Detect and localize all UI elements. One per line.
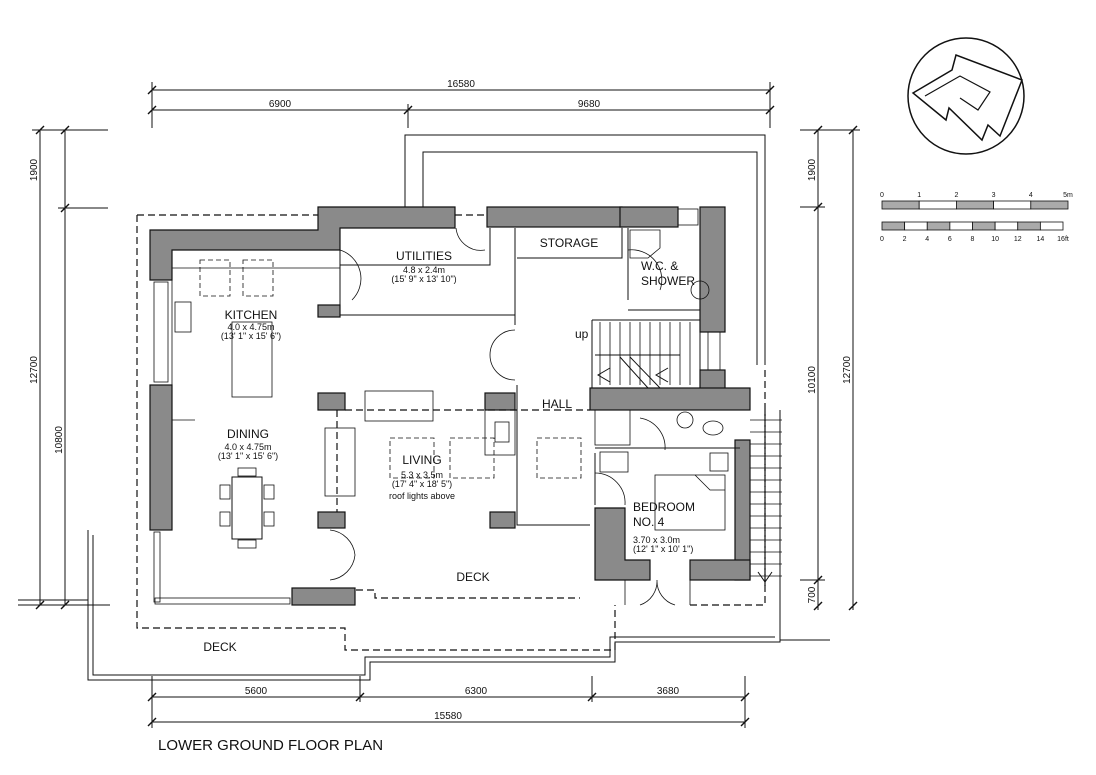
room-utilities-metric: 4.8 x 2.4m	[403, 265, 445, 275]
deck-right-label: DECK	[456, 570, 489, 584]
dim-left-top: 1900	[29, 158, 40, 181]
bottom-dimensions: 5600 6300 3680 15580	[147, 676, 750, 728]
scale-segment	[949, 221, 973, 231]
room-kitchen-imperial: (13' 1" x 15' 6")	[221, 331, 281, 341]
scale-label: 16ft	[1057, 236, 1069, 243]
scale-bar-imperial: 0 2 4 6 8 10 12 14 16ft	[880, 221, 1069, 243]
scale-label: 0	[880, 236, 884, 243]
scale-segment	[881, 200, 920, 210]
room-utilities-imperial: (15' 9" x 13' 10")	[391, 274, 456, 284]
scale-label: 3	[992, 192, 996, 199]
dim-right-top: 1900	[807, 158, 818, 181]
scale-label: 6	[948, 236, 952, 243]
internal-lines	[153, 208, 782, 606]
scale-label: 0	[880, 192, 884, 199]
room-wc-line2: SHOWER	[641, 274, 695, 288]
scale-label: 1	[917, 192, 921, 199]
room-bedroom-line1: BEDROOM	[633, 500, 695, 514]
scale-label: 14	[1036, 236, 1044, 243]
dim-bottom-total: 15580	[434, 711, 462, 722]
scale-segment	[1030, 200, 1069, 210]
scale-label: 4	[925, 236, 929, 243]
drawing-title: LOWER GROUND FLOOR PLAN	[158, 737, 383, 754]
scale-label: 2	[954, 192, 958, 199]
scale-segment	[972, 221, 996, 231]
scale-label: 12	[1014, 236, 1022, 243]
dim-right-total: 12700	[842, 356, 853, 384]
room-living-metric: 5.3 x 3.5m	[401, 470, 443, 480]
deck-left-label: DECK	[203, 640, 236, 654]
deck-outline	[18, 134, 830, 681]
dim-bottom-1: 5600	[245, 686, 268, 697]
room-labels: UTILITIES 4.8 x 2.4m (15' 9" x 13' 10") …	[203, 236, 695, 654]
scale-label: 8	[971, 236, 975, 243]
scale-label: 10	[991, 236, 999, 243]
room-utilities: UTILITIES	[396, 249, 452, 263]
dim-left-main: 10800	[54, 426, 65, 454]
scale-segment	[1039, 221, 1064, 231]
top-dimensions: 16580 6900 9680	[147, 79, 775, 128]
room-bedroom-imperial: (12' 1" x 10' 1")	[633, 544, 693, 554]
room-bedroom-metric: 3.70 x 3.0m	[633, 535, 680, 545]
scale-segment	[918, 200, 957, 210]
room-living: LIVING	[402, 453, 441, 467]
dim-bottom-3: 3680	[657, 686, 680, 697]
dim-right-main: 10100	[807, 366, 818, 394]
dim-top-total: 16580	[447, 79, 475, 90]
scale-segment	[881, 221, 906, 231]
room-dining-imperial: (13' 1" x 15' 6")	[218, 451, 278, 461]
walls	[149, 206, 751, 606]
scale-segment	[956, 200, 995, 210]
scale-label: 5m	[1063, 192, 1073, 199]
building-outline-dashed	[136, 214, 766, 651]
room-wc-line1: W.C. &	[641, 259, 678, 273]
scale-segment	[1017, 221, 1041, 231]
room-living-note: roof lights above	[389, 491, 455, 501]
room-hall: HALL	[542, 397, 572, 411]
scale-segment	[904, 221, 928, 231]
room-kitchen: KITCHEN	[225, 308, 278, 322]
left-dimensions: 1900 12700 10800	[18, 125, 110, 610]
stair-up-label: up	[575, 327, 589, 341]
dim-right-bottom: 700	[807, 586, 818, 603]
scale-bar-metric: 0 1 2 3 4 5m	[880, 192, 1073, 210]
room-bedroom-line2: NO. 4	[633, 515, 665, 529]
scale-label: 2	[903, 236, 907, 243]
scale-segment	[994, 221, 1019, 231]
room-living-imperial: (17' 4" x 18' 5")	[392, 479, 452, 489]
scale-segment	[926, 221, 951, 231]
scale-label: 4	[1029, 192, 1033, 199]
dim-top-right: 9680	[578, 99, 601, 110]
room-kitchen-metric: 4.0 x 4.75m	[227, 322, 274, 332]
right-dimensions: 1900 10100 12700 700	[800, 125, 860, 611]
room-dining-metric: 4.0 x 4.75m	[224, 442, 271, 452]
dim-left-total: 12700	[29, 356, 40, 384]
north-arrow-icon	[907, 37, 1025, 155]
scale-segment	[993, 200, 1032, 210]
dim-top-left: 6900	[269, 99, 292, 110]
room-storage: STORAGE	[540, 236, 598, 250]
room-dining: DINING	[227, 427, 269, 441]
dim-bottom-2: 6300	[465, 686, 488, 697]
